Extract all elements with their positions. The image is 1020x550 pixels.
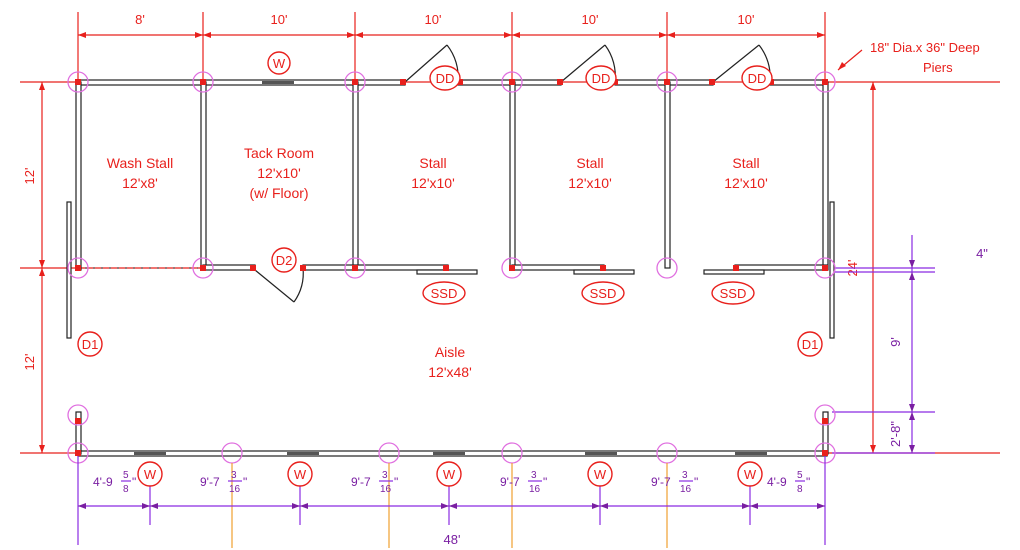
spacing-2-den: 16 bbox=[229, 484, 241, 495]
spacing-3-whole: 9'-7 bbox=[351, 475, 371, 489]
spacing-1-suffix: " bbox=[132, 475, 136, 489]
pier-note-line-2: Piers bbox=[923, 60, 953, 75]
window-tag-bottom-1: W bbox=[144, 467, 157, 482]
spacing-3-num: 3 bbox=[382, 470, 388, 481]
window-tag-top: W bbox=[273, 56, 286, 71]
spacing-6-num: 5 bbox=[797, 470, 803, 481]
spacing-5-den: 16 bbox=[680, 484, 692, 495]
walls bbox=[66, 79, 835, 457]
spacing-6-whole: 4'-9 bbox=[767, 475, 787, 489]
window-tag-bottom-2: W bbox=[294, 467, 307, 482]
left-dim-upper: 12' bbox=[22, 168, 37, 185]
room-wash-stall-name: Wash Stall bbox=[107, 155, 173, 171]
spacing-label-4: 9'-7 3 16 " bbox=[500, 470, 547, 495]
window-tag-bottom-4: W bbox=[594, 467, 607, 482]
bottom-spacing-labels: 4'-9 5 8 " 9'-7 3 16 " 9'-7 3 16 " 9'-7 … bbox=[93, 470, 810, 495]
spacing-6-den: 8 bbox=[797, 484, 803, 495]
door-d1-tag-right: D1 bbox=[802, 337, 819, 352]
spacing-4-whole: 9'-7 bbox=[500, 475, 520, 489]
spacing-5-whole: 9'-7 bbox=[651, 475, 671, 489]
spacing-5-num: 3 bbox=[682, 470, 688, 481]
room-stall-3-size: 12'x10' bbox=[724, 175, 768, 191]
sliding-door-tag-2: SSD bbox=[590, 286, 617, 301]
room-stall-2-size: 12'x10' bbox=[568, 175, 612, 191]
spacing-2-whole: 9'-7 bbox=[200, 475, 220, 489]
right-dimension-lines: 24' 4" 9' 2'-8" bbox=[832, 82, 988, 454]
door-d1-tag-left: D1 bbox=[82, 337, 99, 352]
right-dim-aisle: 9' bbox=[888, 337, 903, 347]
door-d2-tag: D2 bbox=[276, 253, 293, 268]
tags: W DD DD DD D2 D1 D1 SSD SSD SSD bbox=[77, 51, 823, 357]
room-tack-room-size: 12'x10' bbox=[257, 165, 301, 181]
top-dim-4: 10' bbox=[582, 12, 599, 27]
right-dim-door: 2'-8" bbox=[888, 421, 903, 447]
top-dim-1: 8' bbox=[135, 12, 145, 27]
aisle-size: 12'x48' bbox=[428, 364, 472, 380]
room-wash-stall-size: 12'x8' bbox=[122, 175, 158, 191]
left-dim-lower: 12' bbox=[22, 354, 37, 371]
left-dimension-lines: 12' 12' bbox=[22, 82, 45, 453]
spacing-5-suffix: " bbox=[694, 475, 698, 489]
spacing-4-suffix: " bbox=[543, 475, 547, 489]
right-dim-extra: 4" bbox=[976, 246, 988, 261]
spacing-4-den: 16 bbox=[529, 484, 541, 495]
room-labels: Wash Stall 12'x8' Tack Room 12'x10' (w/ … bbox=[107, 145, 768, 380]
spacing-label-5: 9'-7 3 16 " bbox=[651, 470, 698, 495]
sliding-door-tag-1: SSD bbox=[431, 286, 458, 301]
room-tack-room-name: Tack Room bbox=[244, 145, 314, 161]
top-dim-2: 10' bbox=[271, 12, 288, 27]
spacing-label-2: 9'-7 3 16 " bbox=[200, 470, 247, 495]
dutch-door-tag-2: DD bbox=[592, 71, 611, 86]
room-stall-1-name: Stall bbox=[419, 155, 446, 171]
top-dimension-lines: 8' 10' 10' 10' 10' bbox=[77, 12, 826, 90]
bottom-dimension-lines: 48' bbox=[77, 456, 826, 548]
top-dim-3: 10' bbox=[425, 12, 442, 27]
room-stall-2-name: Stall bbox=[576, 155, 603, 171]
spacing-label-6: 4'-9 5 8 " bbox=[767, 470, 810, 495]
window-tag-bottom-5: W bbox=[744, 467, 757, 482]
dutch-door-tag-3: DD bbox=[748, 71, 767, 86]
spacing-4-num: 3 bbox=[531, 470, 537, 481]
spacing-1-whole: 4'-9 bbox=[93, 475, 113, 489]
spacing-3-suffix: " bbox=[394, 475, 398, 489]
aisle-name: Aisle bbox=[435, 344, 466, 360]
window-tag-bottom-3: W bbox=[443, 467, 456, 482]
spacing-1-den: 8 bbox=[123, 484, 129, 495]
spacing-label-1: 4'-9 5 8 " bbox=[93, 470, 136, 495]
spacing-2-suffix: " bbox=[243, 475, 247, 489]
spacing-label-3: 9'-7 3 16 " bbox=[351, 470, 398, 495]
room-stall-1-size: 12'x10' bbox=[411, 175, 455, 191]
dutch-door-tag-1: DD bbox=[436, 71, 455, 86]
bottom-dim-total: 48' bbox=[444, 532, 461, 547]
spacing-3-den: 16 bbox=[380, 484, 392, 495]
room-tack-room-extra: (w/ Floor) bbox=[249, 185, 308, 201]
pier-note: 18" Dia.x 36" Deep Piers bbox=[837, 40, 980, 75]
spacing-6-suffix: " bbox=[806, 475, 810, 489]
top-dim-5: 10' bbox=[738, 12, 755, 27]
room-stall-3-name: Stall bbox=[732, 155, 759, 171]
bottom-window-tags: W W W W W bbox=[137, 461, 763, 487]
pier-note-line-1: 18" Dia.x 36" Deep bbox=[870, 40, 980, 55]
sliding-door-tag-3: SSD bbox=[720, 286, 747, 301]
spacing-2-num: 3 bbox=[231, 470, 237, 481]
spacing-1-num: 5 bbox=[123, 470, 129, 481]
